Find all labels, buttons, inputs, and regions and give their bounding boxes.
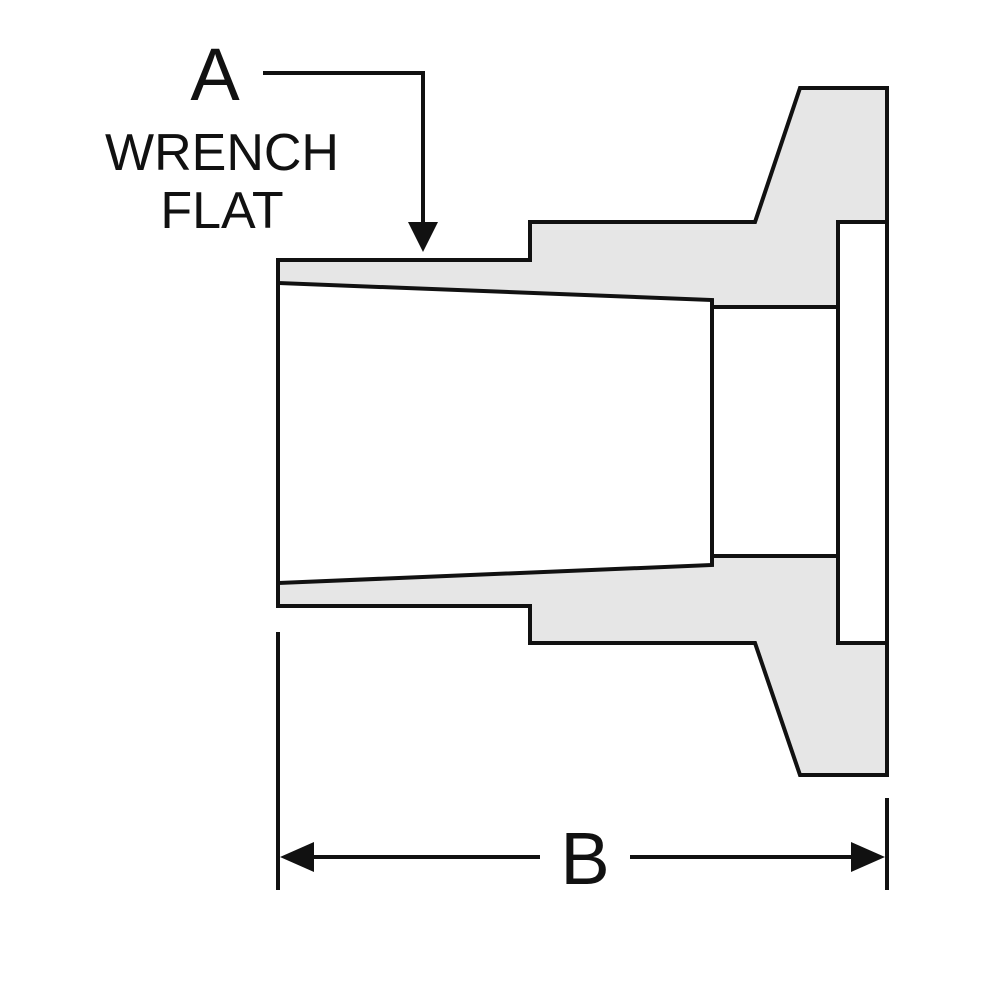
leader-arrowhead: [408, 222, 438, 252]
upper-wall-section: [276, 86, 889, 309]
dimension-b: [276, 632, 889, 890]
dimension-b-label: B: [560, 817, 609, 900]
arrowhead-left: [280, 842, 314, 872]
wrench-flat-label-line2: FLAT: [160, 182, 283, 240]
lower-wall-section: [276, 554, 889, 777]
dimension-a-label: A: [190, 33, 240, 116]
fitting-body: [276, 86, 889, 777]
dimension-a-leader: [263, 71, 438, 252]
arrowhead-right: [851, 842, 885, 872]
wrench-flat-label-line1: WRENCH: [105, 124, 339, 182]
leader-line: [263, 71, 425, 230]
